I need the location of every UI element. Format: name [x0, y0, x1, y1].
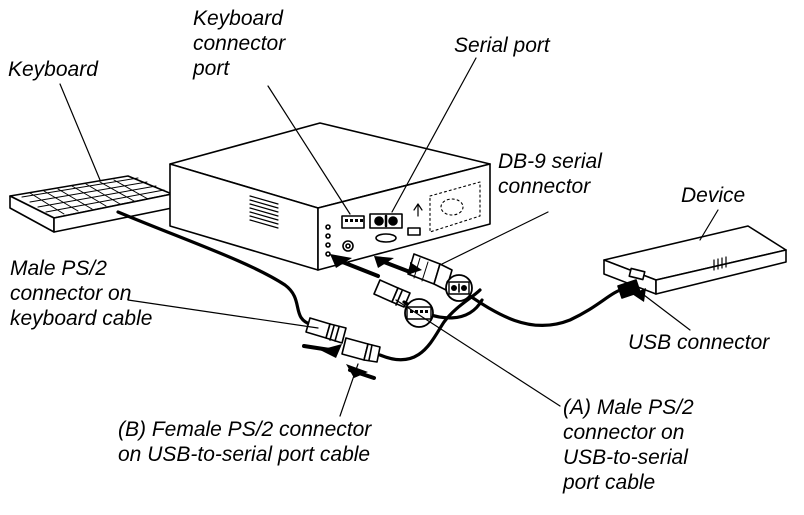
serial-port-callout [446, 275, 472, 301]
female-ps2-usb-label: (B) Female PS/2 connector on USB-to-seri… [118, 418, 372, 466]
male-ps2-keyboard-connector [306, 318, 346, 343]
computer-illustration [170, 123, 490, 270]
device-label: Device [681, 184, 746, 207]
male-ps2-usb-label: (A) Male PS/2 connector on USB-to-serial… [563, 396, 694, 494]
usb-serial-cable-b [380, 290, 480, 360]
device-cable [448, 282, 626, 325]
keyboard-cable [118, 212, 312, 325]
male-ps2-usb-connector [374, 280, 410, 307]
device-illustration [604, 226, 786, 294]
usb-connector-label: USB connector [628, 331, 770, 354]
keyboard-label: Keyboard [8, 58, 98, 81]
db9-serial-connector-label: DB-9 serial connector [498, 150, 602, 198]
insertion-arrows [304, 254, 646, 378]
serial-port-label: Serial port [454, 34, 550, 57]
male-ps2-keyboard-label: Male PS/2 connector on keyboard cable [10, 257, 153, 330]
female-ps2-usb-connector [342, 338, 380, 362]
ps2-port-callout [405, 299, 433, 327]
keyboard-connector-port-label: Keyboard connector port [193, 7, 286, 80]
leader-lines [60, 58, 718, 416]
keyboard-illustration [10, 176, 172, 232]
